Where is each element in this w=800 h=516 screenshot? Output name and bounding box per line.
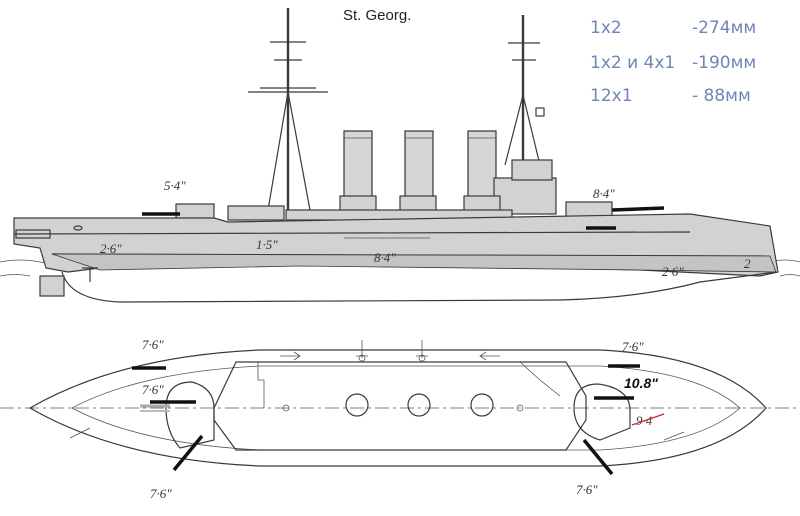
label-stern-belt: 2·6" [662,264,684,279]
funnel-1 [343,130,373,202]
plan-label-struck-group: 9·4 [631,413,665,428]
mainmast [504,15,545,170]
plan-label-top-right: 7·6" [622,339,644,354]
plan-label-bottom-left: 7·6" [150,486,172,501]
funnel-3 [467,130,497,202]
label-fore-casemate: 5·4" [164,178,186,193]
superstructure [227,159,557,221]
plan-hull-outer [28,349,767,467]
underwater-hull [61,271,777,303]
plan-funnel-1 [345,393,369,417]
armament-row-1-count: 1x2 [590,18,622,38]
label-bow-belt: 2·6" [100,241,122,256]
plan-gun-fore-wing-bottom [172,434,204,472]
armament-legend: 1x2 -274мм 1x2 и 4x1 -190мм 12x1 - 88мм [590,18,756,106]
plan-label-mid-left: 7·6" [142,382,164,397]
funnel-2 [404,130,434,202]
armament-row-1-caliber: -274мм [692,18,756,38]
plan-aft-barbette [573,383,631,441]
plan-small-mounts [69,340,685,441]
diagram-title: St. Georg. [343,7,411,24]
foremast [248,8,328,215]
bow-detail [15,225,98,297]
armament-row-3-count: 12x1 [590,86,633,106]
armor-belt [51,253,777,273]
plan-funnel-3 [470,393,494,417]
plan-view: 7·6" 7·6" 7·6" 10.8" 9·4 7·6" 7·6" [0,337,800,501]
label-upper-belt: 1·5" [256,237,278,252]
armament-row-2-caliber: -190мм [692,53,756,73]
plan-superstructure [213,361,587,451]
plan-fore-barbette [165,381,215,449]
label-stern-end: 2 [744,256,751,271]
label-main-belt: 8·4" [374,250,396,265]
plan-gun-aft-wing-bottom [582,438,614,476]
profile-view: 5·4" 8·4" 2·6" 1·5" 8·4" 2·6" 2 [0,8,800,303]
armament-row-3-caliber: - 88мм [692,86,751,106]
plan-label-main-gun: 10.8" [624,375,658,391]
plan-label-bottom-right: 7·6" [576,482,598,497]
strike-mark [631,413,665,426]
plan-funnel-2 [407,393,431,417]
plan-label-top-left: 7·6" [142,337,164,352]
label-aft-casemate: 8·4" [593,186,615,201]
armament-row-2-count: 1x2 и 4x1 [590,53,675,73]
